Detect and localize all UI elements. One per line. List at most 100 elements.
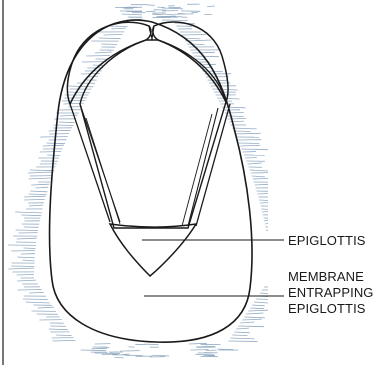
hatch-stroke — [53, 340, 76, 341]
hatch-stroke — [49, 329, 68, 330]
hatch-stroke — [244, 317, 264, 318]
hatch-stroke — [162, 8, 183, 9]
hatch-stroke — [196, 59, 207, 60]
epiglottis-label-line: EPIGLOTTIS — [288, 233, 366, 248]
hatch-stroke — [122, 354, 130, 355]
hatch-stroke — [40, 152, 62, 153]
hatch-stroke — [26, 302, 50, 303]
outer-membrane-outline — [50, 20, 253, 342]
hatch-stroke — [207, 6, 215, 7]
hatch-stroke — [240, 322, 254, 323]
hatch-stroke — [162, 14, 175, 15]
hatch-stroke — [182, 35, 206, 36]
right-fold-outer — [196, 104, 230, 226]
hatch-stroke — [217, 98, 239, 99]
hatch-stroke — [240, 145, 260, 146]
hatch-stroke — [23, 299, 48, 300]
hatch-stroke — [162, 11, 178, 12]
hatch-stroke — [24, 196, 45, 197]
hatch-stroke — [152, 14, 162, 15]
hatch-stroke — [81, 350, 106, 351]
right-upper-lobe — [153, 22, 228, 102]
hatch-stroke — [107, 26, 127, 27]
hatch-stroke — [21, 215, 41, 216]
hatch-stroke — [242, 319, 261, 320]
left-fold-strip — [86, 118, 120, 224]
epiglottis-label: EPIGLOTTIS — [288, 233, 366, 248]
hatch-stroke — [17, 238, 37, 239]
hatch-stroke — [92, 348, 108, 349]
hatch-stroke — [62, 100, 85, 101]
hatch-stroke — [8, 268, 34, 269]
hatch-stroke — [11, 266, 34, 267]
tissue-hatching — [8, 4, 268, 358]
hatch-stroke — [157, 16, 177, 17]
hatch-stroke — [86, 56, 110, 57]
hatch-stroke — [187, 44, 204, 45]
hatch-stroke — [24, 199, 45, 200]
hatch-stroke — [254, 302, 268, 303]
hatch-stroke — [16, 230, 38, 231]
hatch-stroke — [266, 230, 268, 231]
hatch-stroke — [69, 92, 91, 93]
hatch-stroke — [30, 191, 47, 192]
hatch-stroke — [264, 220, 268, 221]
hatch-stroke — [235, 133, 261, 134]
hatch-stroke — [11, 251, 35, 252]
hatch-stroke — [43, 145, 64, 146]
hatch-stroke — [29, 205, 43, 206]
hatch-stroke — [120, 351, 140, 352]
hatch-stroke — [29, 292, 44, 293]
hatch-stroke — [15, 212, 42, 213]
hatch-stroke — [243, 152, 256, 153]
hatch-stroke — [36, 187, 49, 188]
hatch-stroke — [250, 170, 268, 171]
hatch-stroke — [122, 14, 143, 15]
hatch-stroke — [192, 52, 215, 53]
hatch-stroke — [95, 52, 112, 53]
hatch-stroke — [23, 260, 35, 261]
hatch-stroke — [30, 170, 54, 171]
right-fold-strip — [182, 114, 212, 226]
hatch-stroke — [248, 310, 268, 311]
membrane-label: MEMBRANE ENTRAPPING EPIGLOTTIS — [288, 269, 377, 316]
hatch-stroke — [259, 200, 268, 201]
hatch-stroke — [230, 338, 254, 339]
hatch-stroke — [17, 280, 36, 281]
membrane-label-line-3: EPIGLOTTIS — [288, 301, 366, 316]
hatch-stroke — [252, 176, 265, 177]
hatch-stroke — [49, 130, 71, 131]
epiglottis-shape — [110, 224, 196, 276]
hatch-stroke — [212, 89, 237, 90]
hatch-stroke — [250, 308, 264, 309]
hatch-stroke — [56, 335, 71, 336]
hatch-stroke — [222, 107, 246, 108]
hatch-stroke — [262, 212, 268, 213]
hatch-stroke — [18, 257, 35, 258]
hatch-stroke — [60, 115, 78, 116]
hatch-stroke — [104, 35, 123, 36]
hatch-stroke — [59, 122, 75, 123]
hatch-stroke — [99, 38, 121, 39]
hatch-stroke — [194, 56, 219, 57]
hatch-stroke — [265, 224, 268, 225]
hatch-stroke — [95, 353, 120, 354]
hatch-stroke — [232, 335, 247, 336]
hatch-stroke — [253, 179, 268, 180]
hatch-stroke — [228, 118, 246, 119]
hatch-stroke — [111, 28, 126, 29]
hatch-stroke — [29, 194, 47, 195]
hatch-stroke — [38, 307, 54, 308]
hatch-stroke — [189, 343, 207, 344]
membrane-label-line-2: ENTRAPPING — [288, 285, 374, 300]
hatch-stroke — [228, 341, 257, 342]
hatch-stroke — [234, 332, 249, 333]
hatch-stroke — [246, 313, 263, 314]
hatch-stroke — [24, 248, 36, 249]
hatch-stroke — [255, 184, 268, 185]
membrane-label-line-1: MEMBRANE — [288, 269, 364, 284]
hatch-stroke — [18, 290, 42, 291]
hatch-stroke — [260, 293, 268, 294]
hatch-stroke — [17, 275, 34, 276]
